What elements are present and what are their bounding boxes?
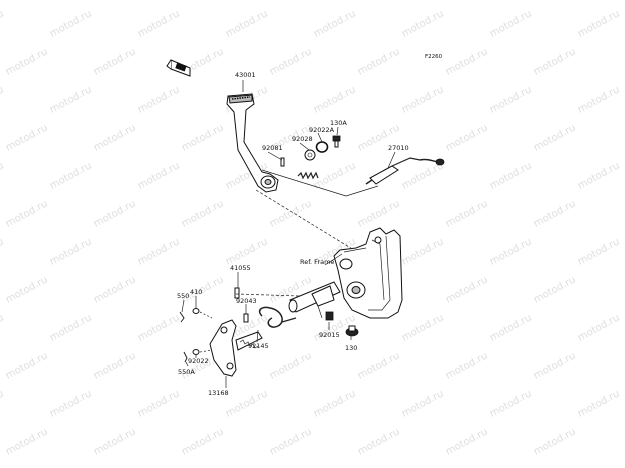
part-label-130: 130 [345,344,358,352]
part-label-130A: 130A [330,119,347,127]
frame-bracket [333,227,403,319]
pedal-spring [297,171,319,180]
pin-92043 [243,313,249,323]
pin-41055 [234,287,240,299]
oring-92022A [315,141,329,153]
oring-92022 [192,349,200,355]
reference-lines [199,169,379,353]
part-label-410: 410 [190,288,203,296]
spring-92145 [258,306,297,328]
front-arrow-icon [166,59,191,77]
part-label-92081: 92081 [262,144,283,152]
part-label-92015: 92015 [319,331,340,339]
part-label-41055: 41055 [230,264,251,272]
washer-92028 [304,149,316,161]
bolt-130 [345,325,359,337]
part-label-92028: 92028 [292,135,313,143]
part-label-550A: 550A [178,368,195,376]
part-label-550: 550 [177,292,190,300]
pivot-shaft [288,281,341,321]
lever-13168 [209,319,263,377]
washer-410 [192,308,200,314]
figure-code: F2260 [425,54,443,60]
part-label-43001: 43001 [235,71,256,79]
cotter-pin-550A [183,351,188,363]
part-label-92145: 92145 [248,342,269,350]
bolt-130A [332,135,341,148]
part-label-27010: 27010 [388,144,409,152]
part-label-13168: 13168 [208,389,229,397]
leader-lines [181,80,396,388]
brake-switch-27010 [365,157,445,185]
part-label-92022A: 92022A [309,126,335,134]
part-label-92043: 92043 [236,297,257,305]
part-label-92022: 92022 [188,357,209,365]
ref-frame-label: Ref. Frame [300,258,335,266]
cotter-pin-550 [179,311,185,323]
brake-pedal [226,93,279,193]
pin-92081 [280,157,285,167]
